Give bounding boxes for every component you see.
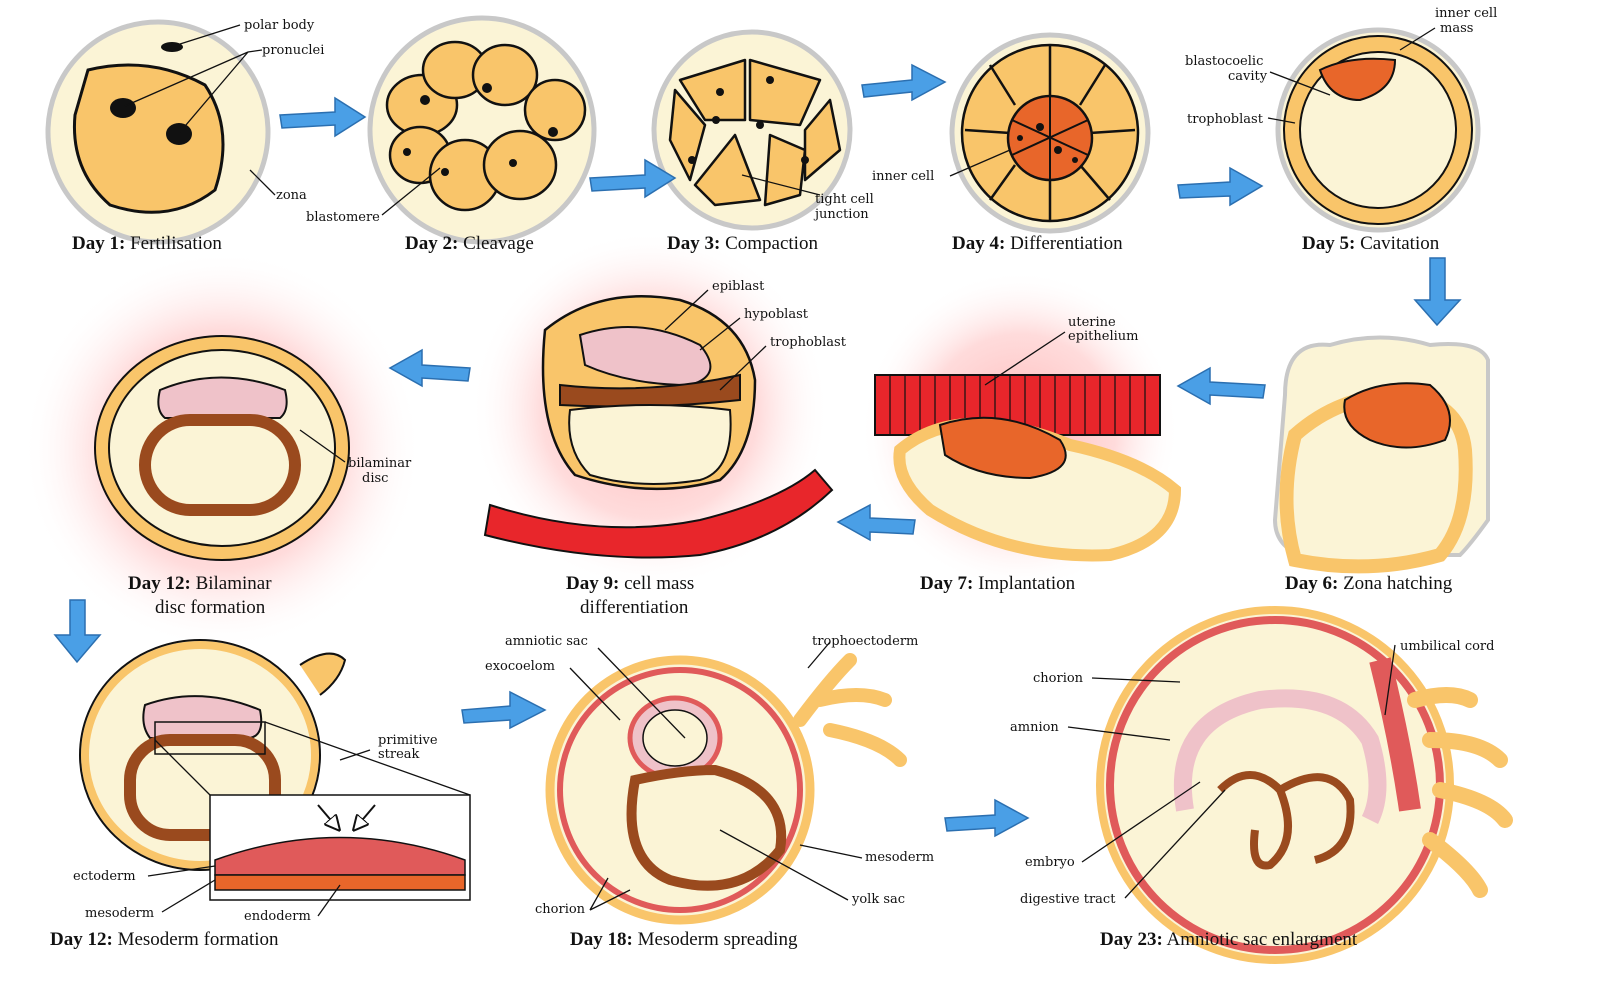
arrow-5-to-6: [1413, 257, 1462, 327]
arrow-6-to-7: [1176, 366, 1266, 406]
label-ectoderm: ectoderm: [73, 869, 136, 884]
label-amnion: amnion: [1010, 720, 1059, 735]
caption-day12a-line2: disc formation: [155, 597, 266, 618]
label-tight-cell: tight cell: [815, 192, 874, 207]
caption-day9-line2: differentiation: [580, 597, 689, 618]
caption-day6: Day 6: Zona hatching: [1285, 573, 1453, 594]
label-umbilical-cord: umbilical cord: [1400, 639, 1494, 654]
label-inner-cell-mass-2: mass: [1440, 21, 1473, 36]
label-embryo: embryo: [1025, 855, 1075, 870]
label-polar-body: polar body: [244, 18, 315, 33]
label-hypoblast: hypoblast: [744, 307, 809, 322]
arrow-12-down: [53, 599, 102, 664]
arrow-2-to-3: [589, 158, 677, 199]
stage-day12-bilaminar-disc: [22, 250, 422, 650]
caption-day9: Day 9: cell mass: [566, 573, 694, 594]
label-trophoblast-d9: trophoblast: [770, 335, 847, 350]
label-zona: zona: [276, 188, 307, 203]
stage-day23-amniotic-sac: [1096, 606, 1513, 964]
label-bilaminar-2: disc: [362, 471, 388, 486]
stage-day4-differentiation: [949, 32, 1151, 234]
label-digestive-tract: digestive tract: [1020, 892, 1116, 907]
stage-day3-compaction: [651, 29, 853, 231]
label-blastocoelic-2: cavity: [1228, 69, 1268, 84]
label-mesoderm-d18: mesoderm: [865, 850, 934, 865]
arrow-4-to-5: [1177, 166, 1264, 207]
label-chorion-d23: chorion: [1033, 671, 1084, 686]
label-yolk-sac: yolk sac: [851, 892, 905, 907]
caption-day4: Day 4: Differentiation: [952, 233, 1123, 254]
arrow-18-to-23: [944, 798, 1030, 838]
caption-day12b: Day 12: Mesoderm formation: [50, 929, 279, 950]
stage-day6-zona-hatching: [1272, 335, 1490, 574]
caption-day2: Day 2: Cleavage: [405, 233, 534, 254]
label-chorion-d18: chorion: [535, 902, 586, 917]
caption-day7: Day 7: Implantation: [920, 573, 1076, 594]
stage-day7-implantation: [860, 270, 1182, 590]
arrow-12-to-18: [461, 690, 547, 730]
label-primitive-1: primitive: [378, 733, 438, 748]
caption-day5: Day 5: Cavitation: [1302, 233, 1440, 254]
arrow-7-to-9: [836, 503, 916, 542]
label-amniotic-sac: amniotic sac: [505, 634, 588, 649]
stage-day12-mesoderm-formation: [79, 639, 471, 901]
stage-day18-mesoderm-spreading: [545, 653, 907, 925]
label-pronuclei: pronuclei: [262, 43, 324, 58]
stage-day9-cell-mass-differentiation: [470, 230, 834, 590]
label-blastocoelic-1: blastocoelic: [1185, 54, 1263, 69]
stage-day2-cleavage: [367, 15, 597, 245]
label-mesoderm-d12: mesoderm: [85, 906, 154, 921]
label-blastomere: blastomere: [306, 210, 380, 225]
label-uterine-1: uterine: [1068, 315, 1116, 330]
flow-arrows: [53, 63, 1462, 838]
caption-day23: Day 23: Amniotic sac enlargment: [1100, 929, 1358, 950]
caption-day3: Day 3: Compaction: [667, 233, 818, 254]
label-exocoelom: exocoelom: [485, 659, 555, 674]
stage-day1-fertilisation: [45, 19, 271, 245]
stage-day5-cavitation: [1275, 27, 1481, 233]
arrow-1-to-2: [279, 96, 367, 138]
label-trophoblast-d5: trophoblast: [1187, 112, 1264, 127]
label-endoderm: endoderm: [244, 909, 311, 924]
label-bilaminar-1: bilaminar: [348, 456, 412, 471]
label-trophoectoderm: trophoectoderm: [812, 634, 918, 649]
caption-day12a: Day 12: Bilaminar: [128, 573, 272, 594]
label-junction: junction: [813, 207, 869, 222]
arrow-9-to-12: [388, 348, 471, 388]
label-epiblast: epiblast: [712, 279, 765, 294]
label-inner-cell-mass-1: inner cell: [1435, 6, 1497, 21]
caption-day1: Day 1: Fertilisation: [72, 233, 222, 254]
arrow-3-to-4: [861, 63, 947, 102]
label-primitive-2: streak: [378, 747, 420, 762]
caption-day18: Day 18: Mesoderm spreading: [570, 929, 798, 950]
label-inner-cell: inner cell: [872, 169, 934, 184]
label-uterine-2: epithelium: [1068, 329, 1138, 344]
